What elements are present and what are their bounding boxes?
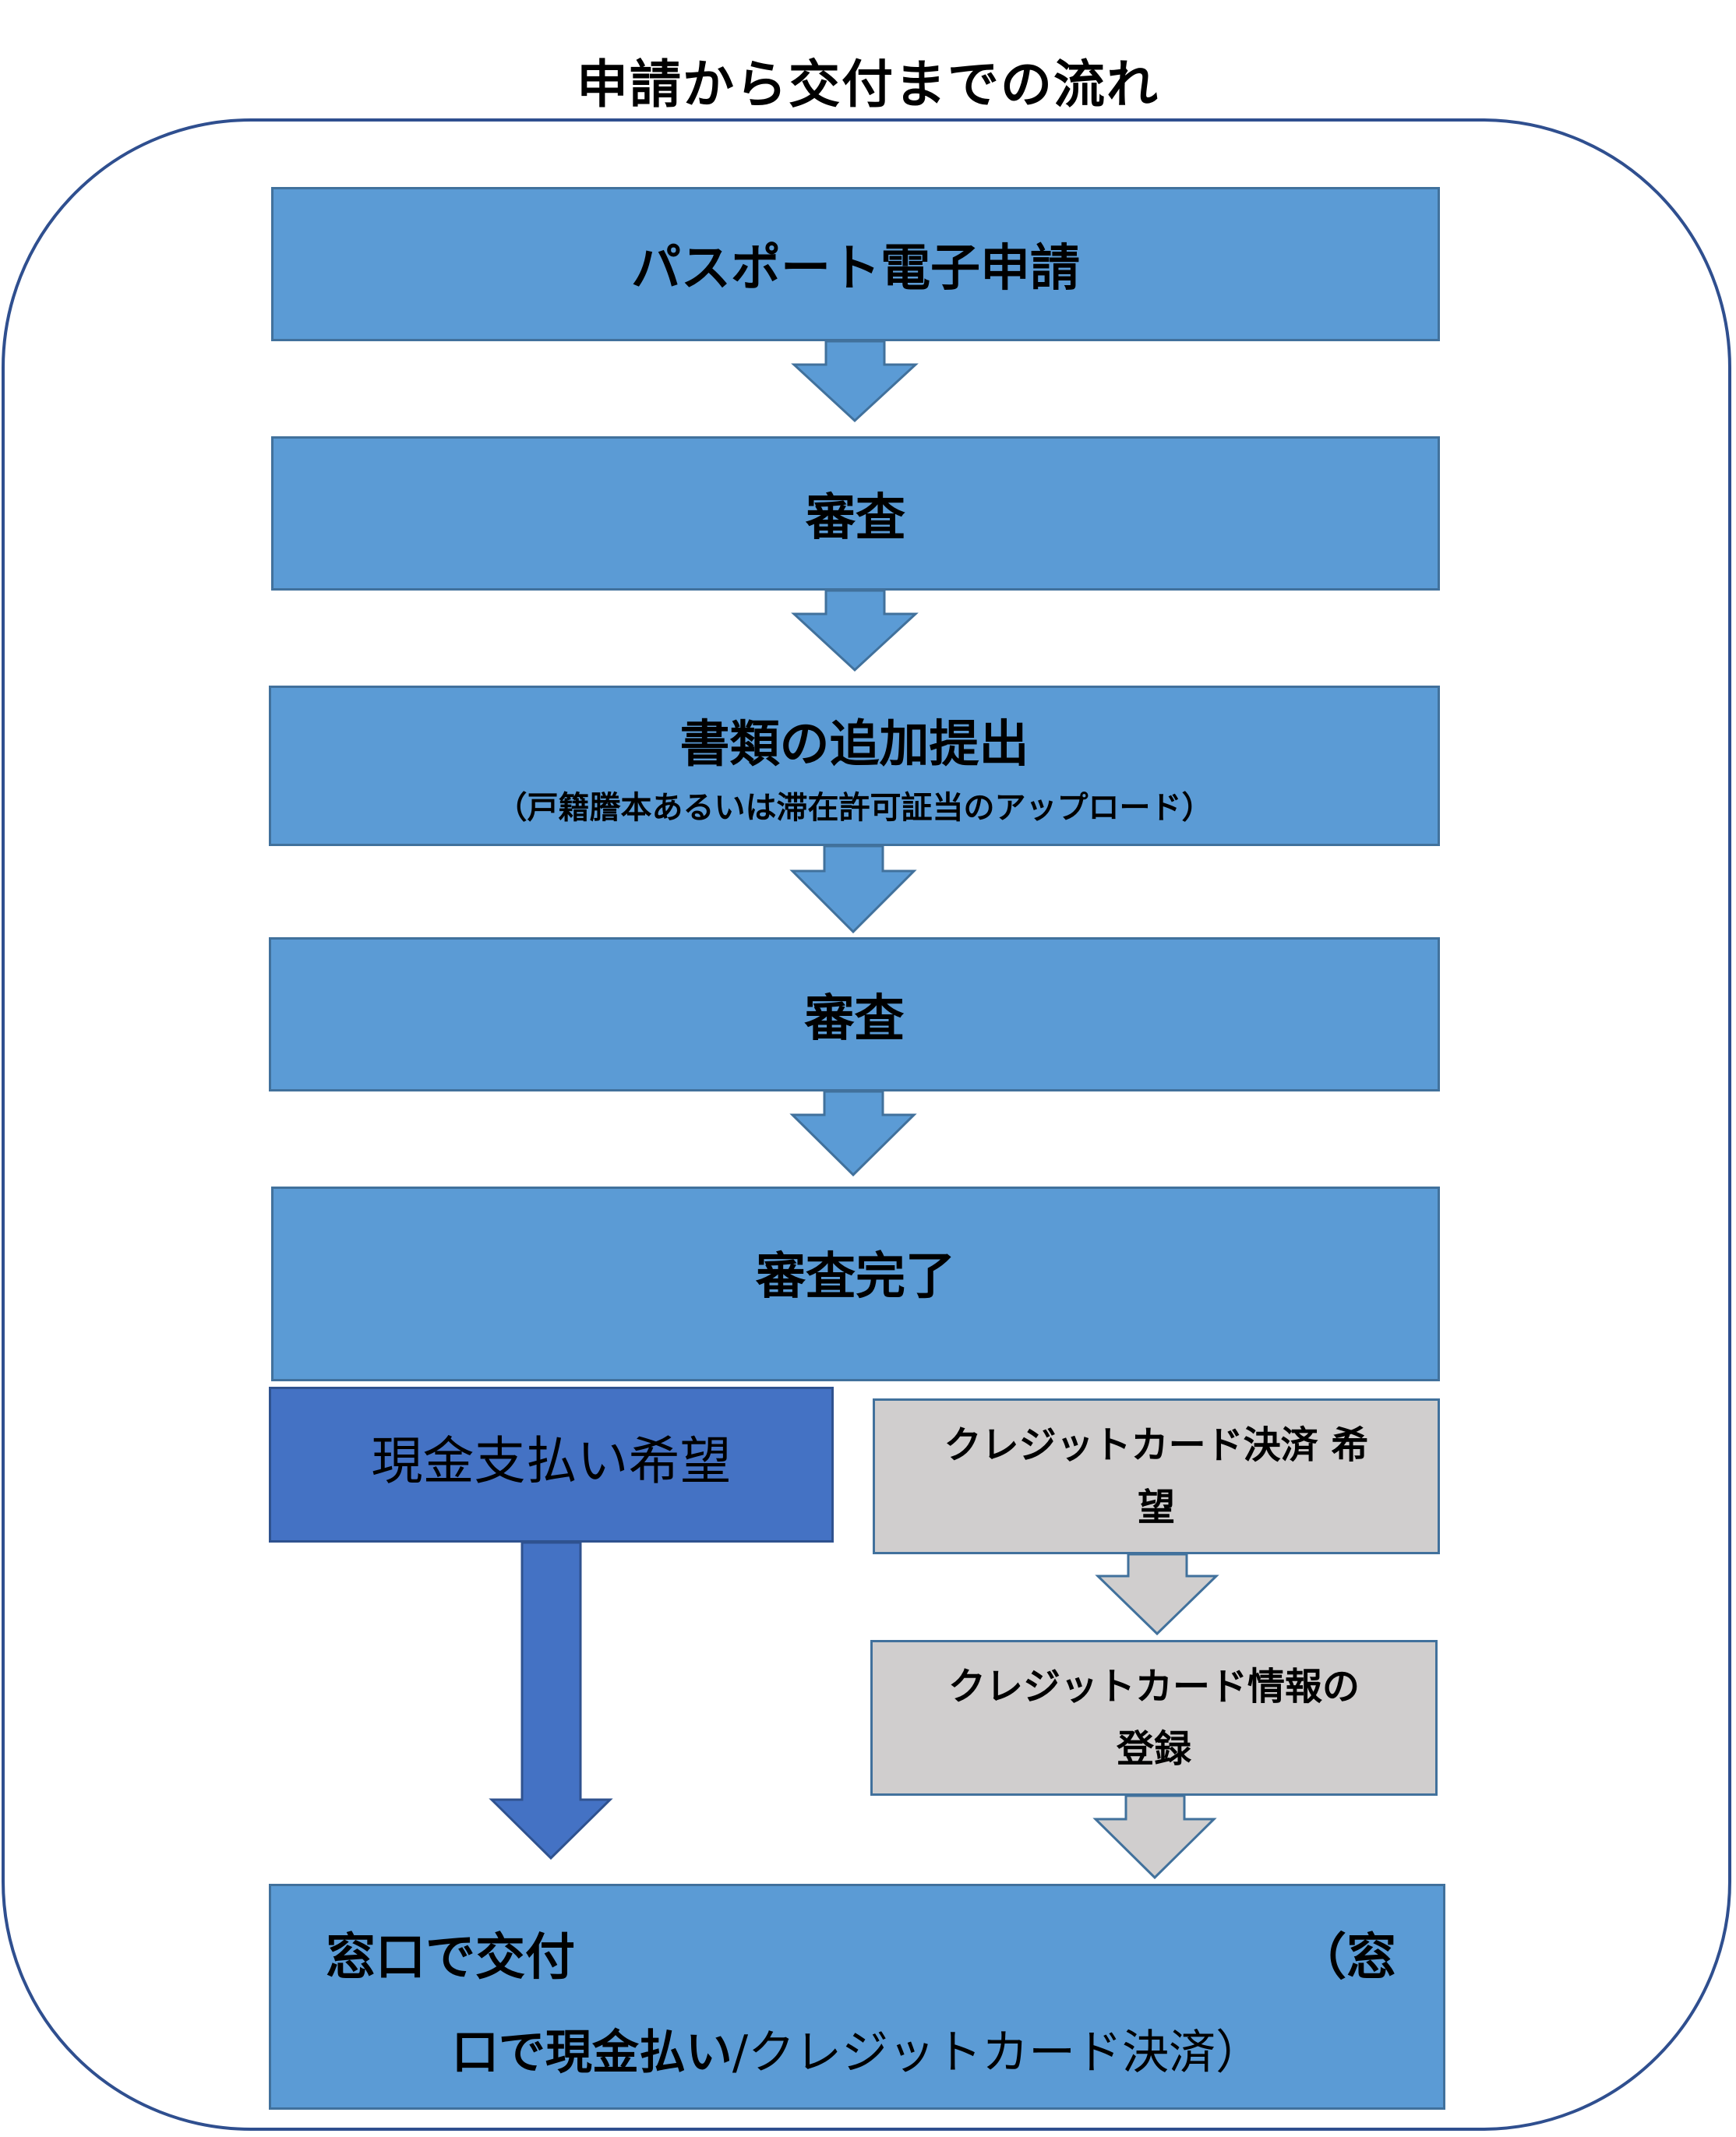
- card-payment-line2: 望: [1137, 1486, 1175, 1529]
- cash-payment-label: 現金支払い希望: [371, 1431, 732, 1491]
- step-electronic-application: パスポート電子申請: [271, 187, 1440, 341]
- arrow-down-1: [791, 340, 919, 423]
- cash-payment-box: 現金支払い希望: [269, 1387, 834, 1543]
- step-review-1: 審査: [271, 436, 1440, 591]
- arrow-down-4: [789, 1090, 917, 1177]
- step-label: 審査: [804, 990, 905, 1048]
- card-payment-line1: クレジットカード決済 希: [944, 1423, 1369, 1467]
- arrow-down-2: [791, 589, 919, 672]
- arrow-down-3: [789, 845, 917, 934]
- step-review-complete: 審査完了: [271, 1187, 1440, 1381]
- cash-arrow-down: [489, 1541, 613, 1860]
- card-arrow-down-2: [1092, 1794, 1217, 1880]
- card-registration-line2: 登録: [1116, 1727, 1191, 1771]
- step-review-2: 審査: [269, 937, 1440, 1091]
- issuance-at-counter-box: 窓口で交付 （窓 口で現金払い/クレジットカード決済）: [269, 1884, 1445, 2110]
- card-arrow-down-1: [1095, 1553, 1219, 1636]
- card-payment-box: クレジットカード決済 希 望: [873, 1398, 1440, 1554]
- step-label: パスポート電子申請: [631, 240, 1080, 298]
- step-additional-documents: 書類の追加提出 （戸籍謄本あるいは滞在許可証当のアップロード）: [269, 686, 1440, 846]
- step-note: （戸籍謄本あるいは滞在許可証当のアップロード）: [496, 790, 1213, 826]
- step-label: 審査完了: [756, 1248, 955, 1306]
- issuance-note-line: 口で現金払い/クレジットカード決済）: [271, 2015, 1443, 2082]
- step-label: 審査: [806, 489, 905, 547]
- diagram-title: 申請から交付までの流れ: [577, 55, 1159, 115]
- card-registration-box: クレジットカード情報の 登録: [870, 1640, 1438, 1796]
- issuance-note-start: （窓: [1297, 1929, 1396, 1987]
- outer-frame: [2, 118, 1731, 2131]
- issuance-note-rest: /クレジットカード決済）: [732, 2026, 1263, 2080]
- step-label: 書類の追加提出: [679, 716, 1029, 774]
- card-registration-line1: クレジットカード情報の: [947, 1665, 1360, 1709]
- issuance-label: 窓口で交付: [326, 1929, 575, 1987]
- issuance-note-bold: 口で現金払い: [451, 2026, 732, 2080]
